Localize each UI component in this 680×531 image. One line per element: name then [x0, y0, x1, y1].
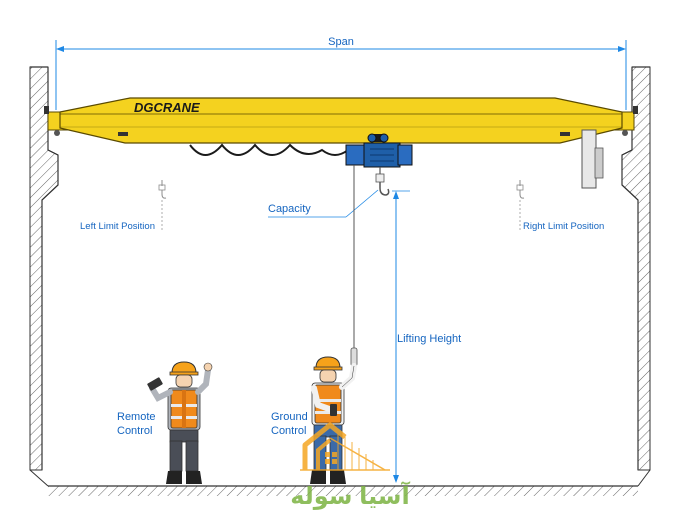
- ground-control-label-line1: Ground: [271, 411, 308, 423]
- right-wall-inner: [621, 67, 639, 470]
- left-wall-inner: [41, 67, 59, 470]
- worker-remote-control: [147, 361, 213, 484]
- span-label: Span: [328, 36, 354, 48]
- ground-control-label-line2: Control: [271, 425, 306, 437]
- right-limit-label: Right Limit Position: [523, 221, 604, 232]
- remote-control-label-line1: Remote: [117, 411, 156, 423]
- brand-logo: DGCRANE: [134, 100, 200, 115]
- floor: [48, 486, 638, 496]
- watermark-text: آسیا سوله: [290, 481, 410, 510]
- right-limit-hook-icon: [516, 180, 525, 199]
- festoon-cable: [189, 143, 349, 156]
- pendant-control-icon: [330, 404, 337, 416]
- left-limit-hook-icon: [158, 180, 167, 199]
- span-dimension: Span: [55, 34, 627, 110]
- worker-ground-control: [310, 356, 357, 484]
- left-limit-label: Left Limit Position: [80, 221, 155, 232]
- watermark-logo: آسیا سوله: [290, 422, 411, 510]
- main-beam: [59, 97, 623, 144]
- control-panel: [581, 129, 597, 189]
- crane-girder: DGCRANE: [44, 97, 638, 189]
- lifting-height-label: Lifting Height: [397, 333, 461, 345]
- remote-control-label-line2: Control: [117, 425, 152, 437]
- building-structure: [29, 66, 651, 496]
- capacity-label: Capacity: [268, 203, 311, 215]
- hook-icon: [379, 182, 390, 196]
- electric-hoist: [345, 133, 413, 196]
- lifting-height-dimension: Lifting Height: [392, 190, 461, 483]
- remote-control-icon: [147, 377, 163, 391]
